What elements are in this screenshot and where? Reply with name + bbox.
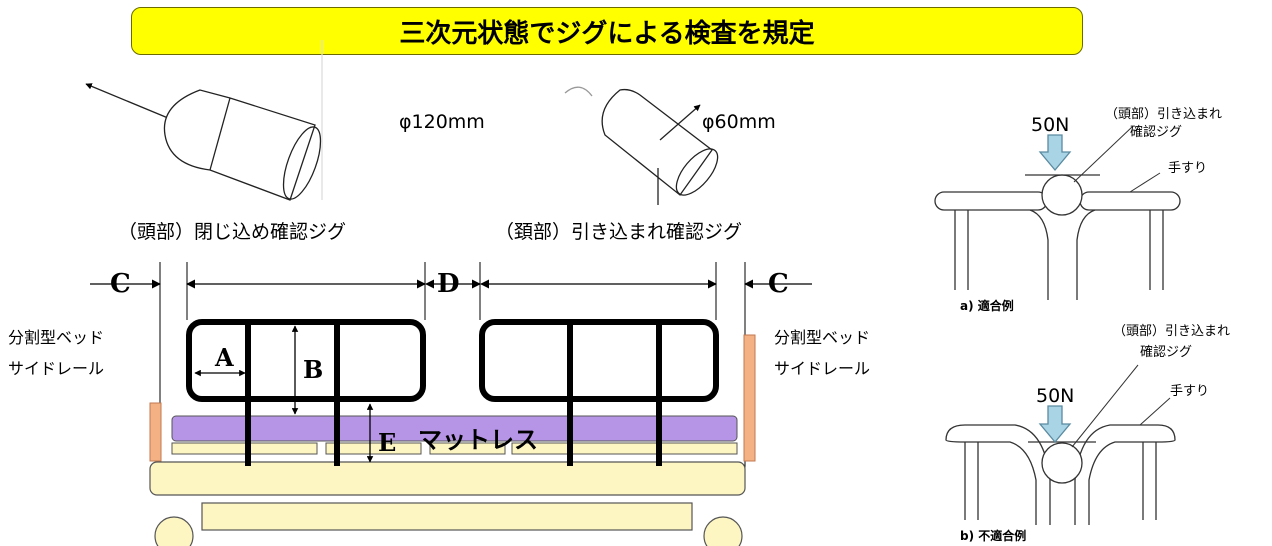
head-jig-illustration	[85, 40, 323, 201]
neck-jig-caption: （頚部）引き込まれ確認ジグ	[495, 221, 742, 243]
rail-post-left	[149, 402, 162, 462]
conforming-jig-label-1: （頭部）引き込まれ	[1105, 107, 1222, 122]
side-rail-left	[186, 319, 426, 402]
nonconforming-handrail-label: 手すり	[1170, 384, 1209, 399]
conforming-jig-label-2: 確認ジグ	[1130, 124, 1182, 140]
label-c-left: C	[110, 269, 131, 299]
conforming-example-drawing	[934, 126, 1181, 300]
conforming-caption: a) 適合例	[960, 298, 1014, 313]
conforming-handrail-label: 手すり	[1168, 161, 1207, 176]
side-rail-label-left-2: サイドレール	[8, 359, 104, 378]
force-arrow-nonconforming	[1038, 405, 1072, 444]
nonconforming-jig-label-2: 確認ジグ	[1140, 344, 1192, 360]
conforming-force: 50N	[1031, 114, 1069, 136]
bed-base	[201, 502, 693, 531]
nonconforming-force: 50N	[1036, 385, 1074, 407]
head-jig-dimension: φ120mm	[399, 111, 485, 133]
caster-right	[703, 516, 743, 546]
side-rail-right	[479, 319, 719, 402]
side-rail-label-right-2: サイドレール	[774, 359, 870, 378]
neck-jig-illustration	[564, 86, 719, 205]
label-b: B	[303, 355, 323, 384]
label-c-right: C	[768, 269, 789, 299]
side-rail-label-left-1: 分割型ベッド	[8, 328, 104, 347]
side-rail-label-right-1: 分割型ベッド	[774, 328, 870, 347]
nonconforming-caption: b) 不適合例	[960, 528, 1026, 543]
head-jig-caption: （頭部）閉じ込め確認ジグ	[118, 221, 346, 243]
caster-left	[154, 516, 194, 546]
label-a: A	[214, 343, 234, 372]
mattress-label: マットレス	[418, 426, 538, 454]
nonconforming-jig-label-1: （頭部）引き込まれ	[1113, 324, 1230, 339]
mattress	[171, 415, 738, 442]
nonconforming-example-drawing	[945, 364, 1176, 525]
neck-jig-dimension: φ60mm	[702, 111, 776, 133]
rail-post-right	[743, 334, 756, 462]
bed-frame	[149, 461, 746, 496]
bed-drawing	[149, 319, 756, 546]
label-e: E	[378, 428, 396, 457]
force-arrow-conforming	[1038, 134, 1072, 172]
title-banner: 三次元状態でジグによる検査を規定	[131, 7, 1083, 55]
label-d: D	[437, 269, 460, 299]
